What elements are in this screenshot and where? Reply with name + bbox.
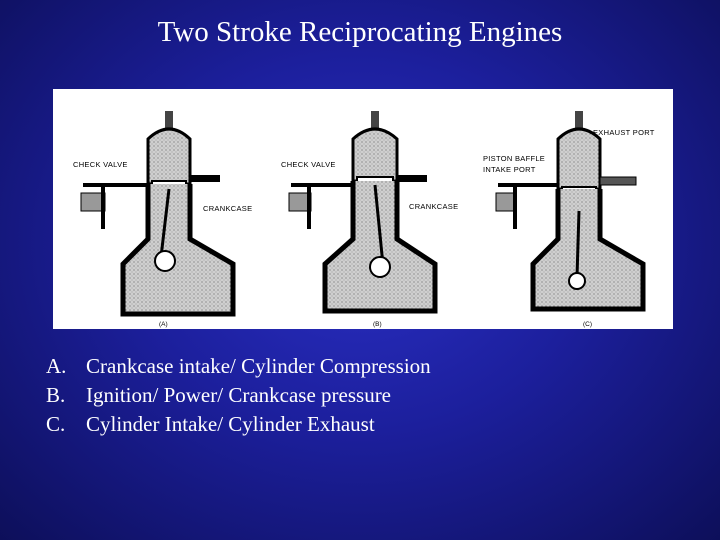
engine-panel-a: CHECK VALVE CRANKCASE (A) [73, 111, 252, 328]
caption-b-letter: B. [46, 383, 66, 407]
caption-b: B. Ignition/ Power/ Crankcase pressure [46, 381, 606, 410]
caption-a: A. Crankcase intake/ Cylinder Compressio… [46, 352, 606, 381]
sublabel-b: (B) [373, 321, 382, 328]
label-intake-port: INTAKE PORT [483, 165, 536, 174]
engine-panel-b: CHECK VALVE CRANKCASE (B) [281, 111, 458, 328]
sublabel-a: (A) [159, 321, 168, 328]
caption-a-letter: A. [46, 354, 67, 378]
caption-list: A. Crankcase intake/ Cylinder Compressio… [46, 352, 606, 439]
engine-diagram-figure: CHECK VALVE CRANKCASE (A) CHECK VALVE CR… [53, 89, 673, 329]
label-exhaust-port: EXHAUST PORT [593, 128, 655, 137]
engine-diagram: CHECK VALVE CRANKCASE (A) CHECK VALVE CR… [73, 111, 655, 328]
engine-panel-c: EXHAUST PORT PISTON BAFFLE INTAKE PORT (… [483, 111, 655, 328]
label-crankcase-a: CRANKCASE [203, 204, 252, 213]
caption-c-letter: C. [46, 412, 66, 436]
label-check-valve-b: CHECK VALVE [281, 160, 336, 169]
caption-c-text: Cylinder Intake/ Cylinder Exhaust [86, 412, 375, 436]
label-crankcase-b: CRANKCASE [409, 202, 458, 211]
label-check-valve-a: CHECK VALVE [73, 160, 128, 169]
caption-b-text: Ignition/ Power/ Crankcase pressure [86, 383, 392, 407]
label-piston-baffle: PISTON BAFFLE [483, 154, 545, 163]
slide-title: Two Stroke Reciprocating Engines [157, 16, 563, 48]
caption-a-text: Crankcase intake/ Cylinder Compression [86, 354, 431, 378]
sublabel-c: (C) [583, 321, 592, 328]
caption-c: C. Cylinder Intake/ Cylinder Exhaust [46, 410, 606, 439]
